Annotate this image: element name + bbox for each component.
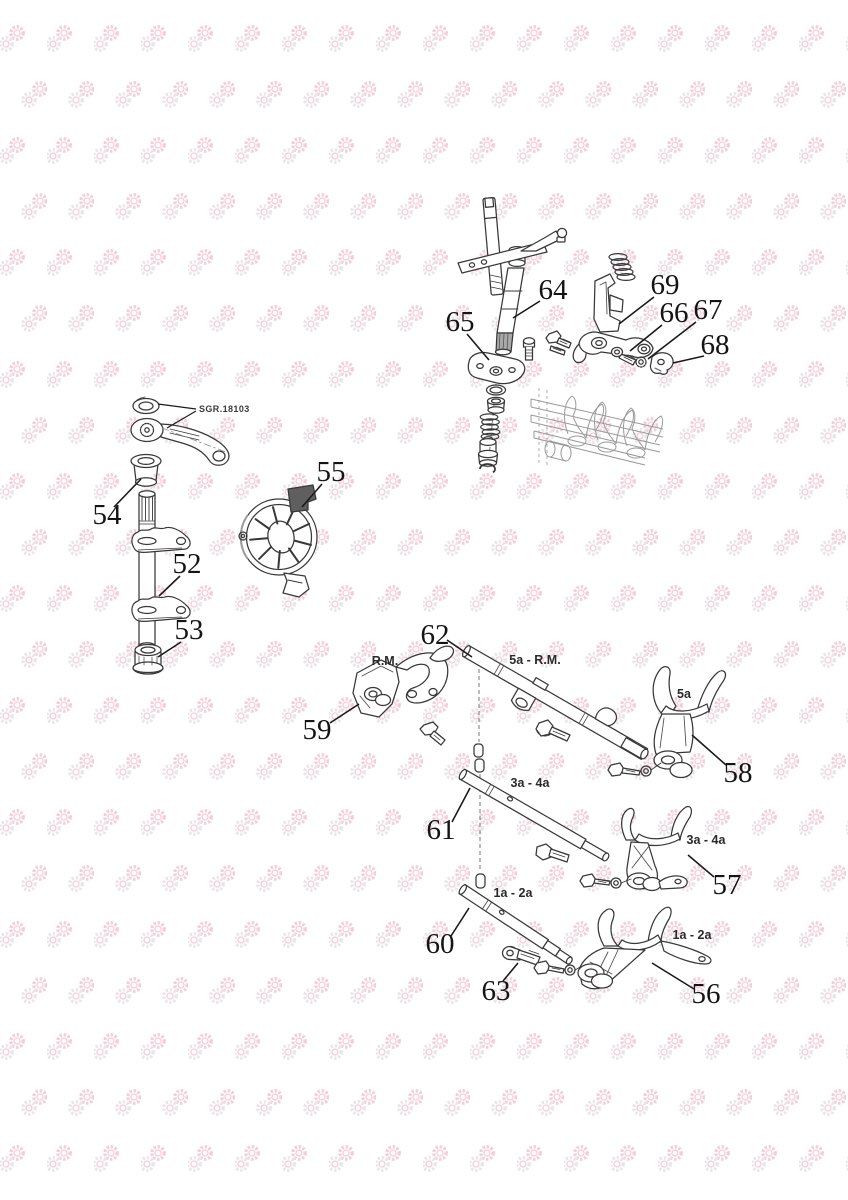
callout-53[interactable]: 53: [175, 614, 204, 646]
part-57-fork: [621, 805, 692, 892]
leader-62: [446, 639, 473, 658]
leader-53: [157, 641, 182, 658]
leader-54: [113, 478, 142, 508]
part-68-support: [649, 352, 674, 375]
callout-65[interactable]: 65: [446, 306, 475, 338]
leader-64: [512, 300, 541, 319]
callout-52[interactable]: 52: [173, 548, 202, 580]
callout-64[interactable]: 64: [539, 274, 569, 306]
rod-60: [458, 883, 573, 965]
bolt-61: [535, 843, 570, 863]
ref-lever-sgr: [130, 417, 230, 466]
callout-69[interactable]: 69: [651, 269, 680, 301]
leader-66: [629, 324, 663, 352]
part-56-fork: [577, 906, 712, 990]
leader-68: [672, 355, 705, 364]
spring-69: [608, 253, 636, 282]
part-55-cover: [238, 484, 318, 598]
part-52-shaft: [138, 490, 156, 650]
callout-55[interactable]: 55: [317, 456, 346, 488]
bolt-62: [535, 719, 571, 742]
leader-65: [466, 333, 490, 361]
label-fork-3a-4a: 3a - 4a: [687, 833, 727, 847]
label-rod-1a-2a: 1a - 2a: [494, 886, 534, 900]
callout-61[interactable]: 61: [427, 814, 456, 846]
label-fork-1a-2a: 1a - 2a: [673, 928, 713, 942]
leader-sgr-lever: [166, 410, 197, 429]
leader-59: [329, 703, 360, 724]
callout-68[interactable]: 68: [701, 329, 730, 361]
label-sgr-18103: SGR.18103: [199, 404, 250, 414]
leader-52: [158, 575, 181, 597]
bolt-washer-58: [607, 762, 662, 777]
callout-66[interactable]: 66: [660, 297, 689, 329]
part-64-selector-shaft: [457, 197, 568, 356]
part-66-pin: [610, 346, 637, 366]
leader-61: [451, 787, 471, 823]
label-rod-5a-rm: 5a - R.M.: [509, 653, 560, 667]
callout-59[interactable]: 59: [303, 714, 332, 746]
bolt-washer-57: [579, 873, 632, 889]
part-65-plate: [467, 351, 526, 385]
part-53-bushing: [132, 643, 164, 675]
callout-58[interactable]: 58: [724, 757, 753, 789]
screw-69: [545, 330, 572, 356]
ref-washer-sgr: [132, 396, 160, 415]
part-58-fork: [652, 666, 727, 779]
leader-67: [647, 321, 697, 360]
bolt-59: [419, 721, 446, 746]
o-ring-65: [485, 384, 507, 396]
leader-69: [618, 296, 655, 325]
callout-56[interactable]: 56: [692, 978, 721, 1010]
callout-62[interactable]: 62: [421, 619, 450, 651]
leader-sgr-washer: [157, 403, 197, 410]
part-52-hub-upper: [137, 536, 157, 546]
part-59-bracket: [352, 645, 455, 718]
leader-57: [687, 854, 715, 878]
callout-57[interactable]: 57: [713, 869, 742, 901]
leader-60: [450, 907, 470, 937]
callout-67[interactable]: 67: [694, 294, 723, 326]
rod-61: [458, 768, 610, 862]
bolt-washer-56: [533, 960, 583, 976]
snap-ring: [479, 463, 496, 474]
part-67-lock-washer: [635, 356, 647, 368]
callout-63[interactable]: 63: [482, 975, 511, 1007]
leader-55: [301, 483, 323, 508]
bolt-65: [522, 337, 536, 361]
leader-63: [502, 962, 519, 982]
leader-58: [691, 734, 727, 766]
leader-56: [651, 962, 695, 990]
detent-plunger: [477, 436, 499, 467]
part-65-group: [467, 337, 536, 474]
label-fork-5a: 5a: [677, 687, 692, 701]
label-rod-3a-4a: 3a - 4a: [511, 776, 551, 790]
part-69-bracket: [572, 273, 654, 364]
dowel-pins: [473, 669, 486, 889]
part-52-hub-lower: [137, 605, 157, 615]
callout-54[interactable]: 54: [93, 499, 123, 531]
rod-62: [461, 645, 649, 760]
callout-60[interactable]: 60: [426, 928, 455, 960]
label-rm: R.M.: [372, 654, 398, 668]
detent-spring: [479, 413, 501, 441]
detent-cup: [486, 396, 506, 414]
ghost-assembled-view: [530, 388, 664, 468]
